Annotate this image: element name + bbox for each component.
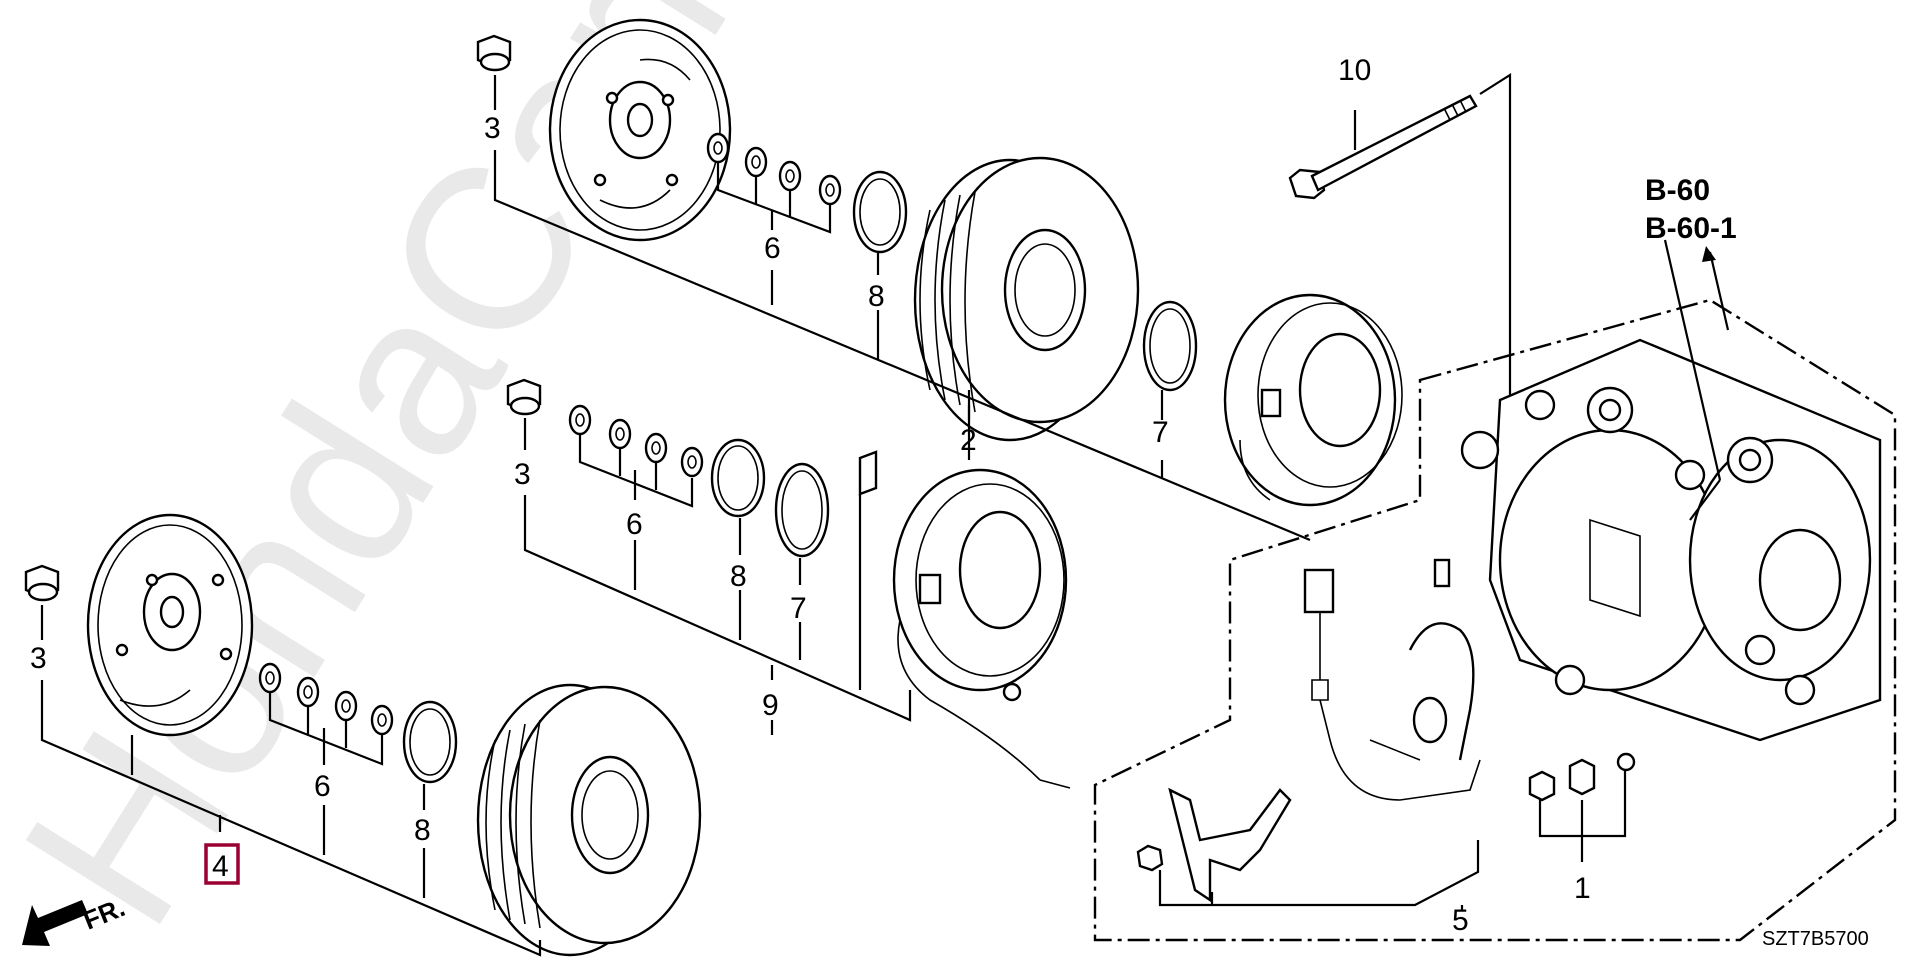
callout-4-highlight[interactable]: 4 bbox=[204, 843, 240, 885]
bracket-icon bbox=[1136, 787, 1292, 903]
callout-1[interactable]: 1 bbox=[1574, 872, 1591, 905]
wire-harness-icon bbox=[1303, 558, 1481, 801]
flange-nut-icon bbox=[506, 378, 542, 416]
pulley-icon bbox=[913, 156, 1140, 442]
callout-7-top[interactable]: 7 bbox=[1152, 416, 1169, 449]
diagram-code: SZT7B5700 bbox=[1762, 928, 1869, 950]
callout-6-low[interactable]: 6 bbox=[314, 770, 331, 803]
callout-6-mid[interactable]: 6 bbox=[626, 508, 643, 541]
callout-8-top[interactable]: 8 bbox=[868, 280, 885, 313]
armature-plate-icon bbox=[548, 18, 732, 242]
assembly-top: 3 6 8 2 7 bbox=[476, 18, 1403, 542]
pulley-icon bbox=[476, 683, 702, 957]
flange-nut-icon bbox=[24, 564, 60, 602]
callout-3-low[interactable]: 3 bbox=[30, 642, 47, 675]
compressor-assembly: 10 bbox=[1093, 54, 1897, 942]
reference-label-b60[interactable]: B-60 bbox=[1645, 174, 1710, 207]
field-coil-icon bbox=[892, 468, 1071, 789]
shim-set-icon bbox=[258, 662, 394, 736]
armature-plate-icon bbox=[86, 513, 254, 737]
callout-4[interactable]: 4 bbox=[212, 850, 229, 883]
callout-10[interactable]: 10 bbox=[1338, 54, 1371, 87]
callout-2[interactable]: 2 bbox=[960, 424, 977, 457]
front-direction-indicator: FR. bbox=[22, 892, 129, 946]
reference-arrow-icon bbox=[1702, 246, 1716, 262]
callout-3-top[interactable]: 3 bbox=[484, 112, 501, 145]
highlight-box bbox=[204, 843, 240, 885]
snap-ring-icon bbox=[774, 462, 830, 558]
snap-ring-icon bbox=[1142, 300, 1198, 392]
long-bolt-icon bbox=[1288, 94, 1478, 200]
reference-arrow-line bbox=[1708, 251, 1730, 331]
flange-nut-icon bbox=[476, 34, 512, 72]
compressor-dashed-outline bbox=[1093, 298, 1897, 942]
callout-8-low[interactable]: 8 bbox=[414, 814, 431, 847]
callout-9[interactable]: 9 bbox=[762, 689, 779, 722]
callout-7-mid[interactable]: 7 bbox=[790, 592, 807, 625]
shim-set-icon bbox=[568, 404, 704, 478]
callout-3-mid[interactable]: 3 bbox=[514, 458, 531, 491]
field-coil-icon bbox=[1223, 293, 1403, 507]
assembly-lower: 3 6 8 4 bbox=[24, 513, 702, 957]
callout-8-mid[interactable]: 8 bbox=[730, 560, 747, 593]
callout-5[interactable]: 5 bbox=[1452, 904, 1469, 937]
snap-ring-icon bbox=[402, 700, 458, 784]
connector-clip-icon bbox=[858, 450, 878, 496]
assembly-middle: 3 6 8 7 9 bbox=[506, 378, 1071, 789]
snap-ring-icon bbox=[852, 170, 908, 254]
plug-bolt-icon bbox=[1528, 752, 1636, 802]
reference-label-b60-1[interactable]: B-60-1 bbox=[1645, 212, 1737, 245]
front-arrow-icon bbox=[22, 900, 88, 946]
callout-6-top[interactable]: 6 bbox=[764, 232, 781, 265]
snap-ring-icon bbox=[710, 438, 766, 518]
shim-set-icon bbox=[706, 132, 842, 206]
compressor-body-icon bbox=[1460, 338, 1882, 742]
